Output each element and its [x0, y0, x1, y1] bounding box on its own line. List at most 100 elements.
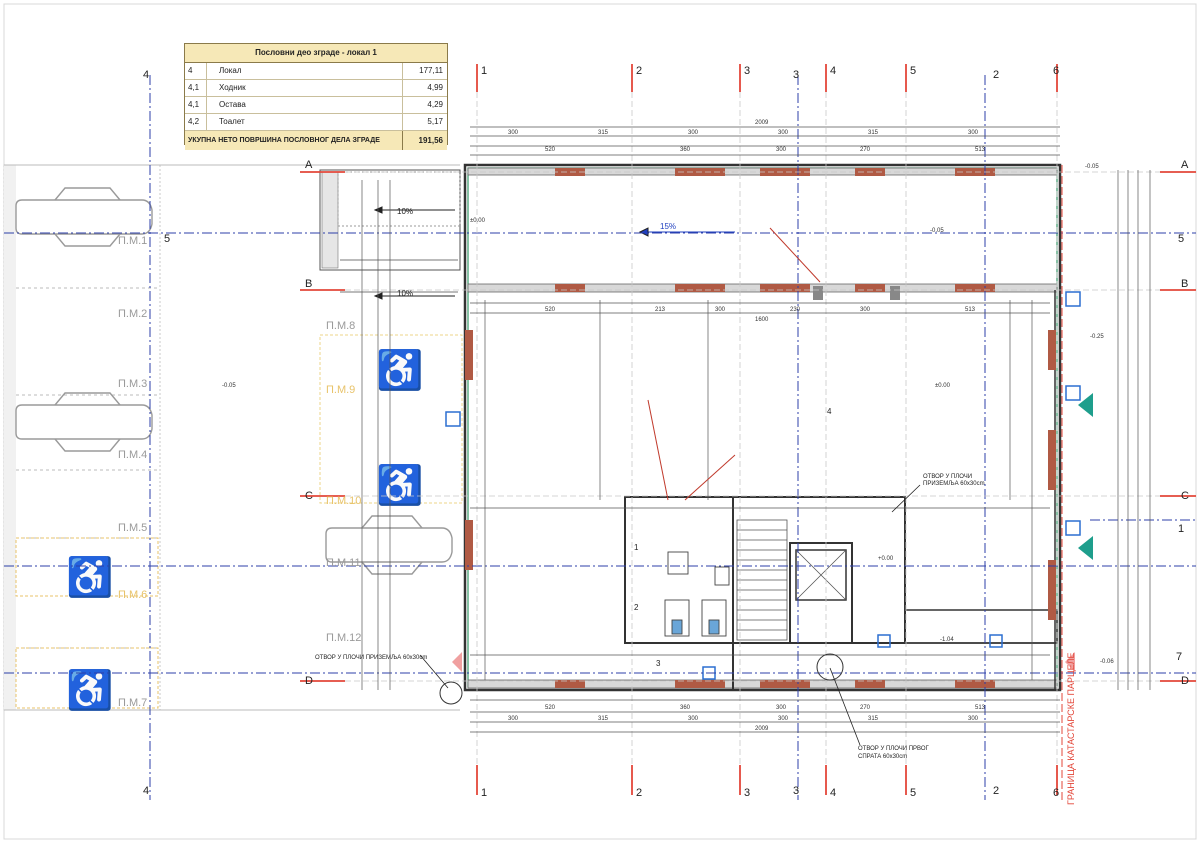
axis-label-right: C: [1181, 490, 1189, 502]
opening-markers: [445, 291, 1081, 680]
axis-label-left: A: [305, 159, 313, 171]
grid-axes-vertical: [476, 64, 1058, 795]
level-mark: -0.06: [1100, 659, 1114, 665]
axis-label-top: 5: [910, 65, 916, 77]
row-number: 4,2: [185, 114, 207, 130]
section-label-right: 5: [1178, 233, 1184, 245]
dimension-text: 300: [776, 147, 787, 153]
dimension-text: 300: [688, 130, 699, 136]
room-area: 5,17: [402, 114, 447, 130]
leader-lines: [647, 227, 821, 501]
dimension-text: 270: [860, 705, 871, 711]
room-area: 4,29: [402, 97, 447, 113]
toilet-fixtures: [664, 551, 730, 637]
opening-note: СПРАТА 60x30cm: [858, 754, 907, 760]
grid-axes-horizontal: [300, 171, 1196, 682]
grid-lines: [345, 92, 1160, 765]
dimension-text: 300: [778, 716, 789, 722]
axis-label-top: 2: [636, 65, 642, 77]
axis-label-left: B: [305, 278, 312, 290]
dimension-text: 360: [680, 705, 691, 711]
opening-note: ОТВОР У ПЛОЧИ: [923, 474, 972, 480]
dimension-text: 300: [508, 130, 519, 136]
area-table-total: УКУПНА НЕТО ПОВРШИНА ПОСЛОВНОГ ДЕЛА ЗГРА…: [185, 131, 447, 150]
axis-label-bottom: 4: [143, 785, 149, 797]
dimension-text: 520: [545, 147, 556, 153]
parking-label: П.М.7: [118, 697, 147, 709]
dimension-text: 1600: [755, 317, 769, 323]
opening-note: ПРИЗЕМЉА 60x30cm: [923, 481, 985, 487]
parking-area: [3, 164, 463, 711]
axis-label-bottom: 3: [793, 785, 799, 797]
axis-label-bottom: 5: [910, 787, 916, 799]
level-mark: -0.05: [1085, 164, 1099, 170]
level-mark: -0.05: [222, 383, 236, 389]
dimension-text: 2009: [755, 726, 769, 732]
svg-text:♿: ♿: [66, 668, 113, 712]
row-number: 4: [185, 63, 207, 79]
dimension-lines: [361, 126, 1151, 733]
total-value: 191,56: [402, 131, 447, 150]
room-name: Остава: [219, 100, 246, 109]
svg-text:♿: ♿: [66, 555, 113, 599]
level-mark: -1.04: [940, 637, 954, 643]
section-lines: [4, 75, 1196, 800]
axis-label-bottom: 3: [744, 787, 750, 799]
level-mark: ±0.00: [935, 383, 951, 389]
note-leaders: [419, 484, 921, 746]
axis-label-top: 4: [143, 69, 149, 81]
dimension-text: 513: [975, 705, 986, 711]
dimension-text: 300: [715, 307, 726, 313]
room-mark: 1: [634, 543, 639, 552]
axis-label-top: 3: [744, 65, 750, 77]
axis-label-top: 2: [993, 69, 999, 81]
axis-label-right: B: [1181, 278, 1188, 290]
section-label-right: 7: [1176, 651, 1182, 663]
parcel-boundary-label: ГРАНИЦА КАТАСТАРСКЕ ПАРЦЕЛЕ: [1066, 652, 1076, 805]
axis-label-top: 6: [1053, 65, 1059, 77]
dimension-text: 300: [860, 307, 871, 313]
axis-label-bottom: 6: [1053, 787, 1059, 799]
dimension-text: 2009: [755, 120, 769, 126]
axis-label-bottom: 1: [481, 787, 487, 799]
dimension-text: 300: [508, 716, 519, 722]
slope-label: 10%: [397, 289, 413, 298]
dimension-text: 300: [688, 716, 699, 722]
parking-label: П.М.5: [118, 522, 147, 534]
axis-label-bottom: 2: [993, 785, 999, 797]
parking-label: П.М.1: [118, 235, 147, 247]
axis-label-right: A: [1181, 159, 1189, 171]
row-number: 4,1: [185, 80, 207, 96]
parking-label: П.М.10: [326, 495, 361, 507]
room-mark: 2: [634, 603, 639, 612]
axis-label-left: C: [305, 490, 313, 502]
axis-label-bottom: 2: [636, 787, 642, 799]
row-number: 4,1: [185, 97, 207, 113]
room-name: Тоалет: [219, 117, 245, 126]
parking-label: П.М.3: [118, 378, 147, 390]
slope-arrows: [373, 206, 735, 300]
area-table-title: Пословни део зграде - локал 1: [185, 44, 447, 63]
parking-label: П.М.6: [118, 589, 147, 601]
room-area: 4,99: [402, 80, 447, 96]
dimension-text: 300: [776, 705, 787, 711]
circle-markers: [439, 653, 844, 705]
staircase: [736, 519, 847, 641]
dimension-text: 315: [868, 716, 879, 722]
dimension-text: 300: [778, 130, 789, 136]
dimension-text: 230: [790, 307, 801, 313]
section-label-left: 5: [164, 233, 170, 245]
room-name: Ходник: [219, 83, 246, 92]
dimension-text: 315: [598, 130, 609, 136]
room-area: 177,11: [402, 63, 447, 79]
svg-text:♿: ♿: [376, 348, 423, 392]
dimension-text: 213: [655, 307, 666, 313]
room-name: Локал: [219, 66, 242, 75]
svg-text:♿: ♿: [376, 463, 423, 507]
axis-label-top: 4: [830, 65, 836, 77]
car-icon: [15, 187, 453, 575]
dimension-text: 513: [965, 307, 976, 313]
parking-label: П.М.4: [118, 449, 147, 461]
